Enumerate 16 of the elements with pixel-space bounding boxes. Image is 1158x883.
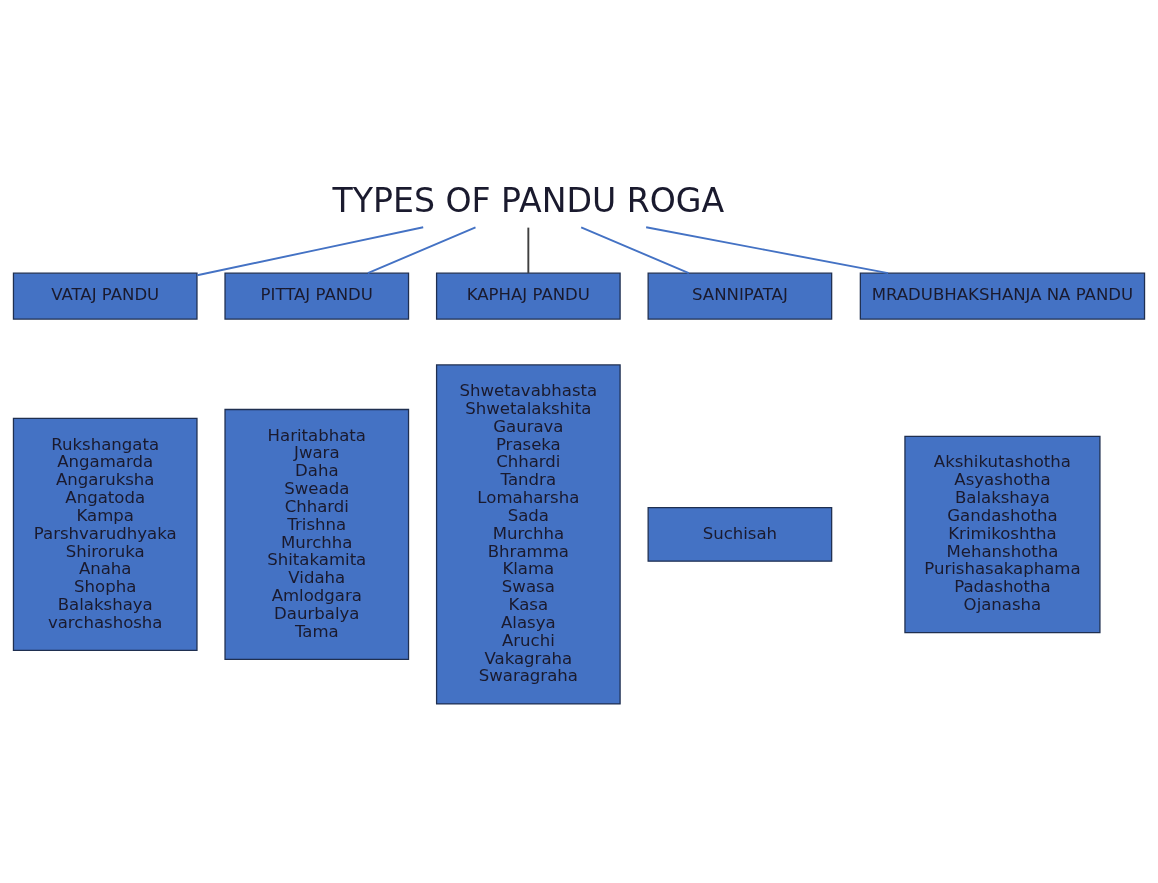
node-box: Suchisah: [647, 506, 833, 562]
connector: [645, 225, 890, 274]
node-box: Rukshangata Angamarda Angaruksha Angatoda Kampa Parshvarudhyaka Shiroruka Anaha Shopha Balakshaya varchashosha: [12, 417, 198, 651]
node-box: MRADUBHAKSHANJA NA PANDU: [859, 272, 1146, 320]
node-box: KAPHAJ PANDU: [435, 272, 621, 320]
connector: [527, 226, 530, 274]
connector: [366, 225, 477, 274]
connector: [196, 225, 425, 276]
node-text: TYPES OF PANDU ROGA: [332, 180, 725, 220]
node-box: PITTAJ PANDU: [224, 272, 410, 320]
node-box: Haritabhata Jwara Daha Sweada Chhardi Trishna Murchha Shitakamita Vidaha Amlodgara Daurbalya Tama: [224, 408, 410, 660]
node-box: Akshikutashotha Asyashotha Balakshaya Gandashotha Krimikoshtha Mehanshotha Purishasakaphama Padashotha Ojanasha: [904, 435, 1101, 633]
connector: [580, 225, 690, 274]
node-box: VATAJ PANDU: [12, 272, 198, 320]
node-box: Shwetavabhasta Shwetalakshita Gaurava Praseka Chhardi Tandra Lomaharsha Sada Murchha Bhramma Klama Swasa Kasa Alasya Aruchi Vakagraha Swaragraha: [435, 363, 621, 705]
node-box: SANNIPATAJ: [647, 272, 833, 320]
